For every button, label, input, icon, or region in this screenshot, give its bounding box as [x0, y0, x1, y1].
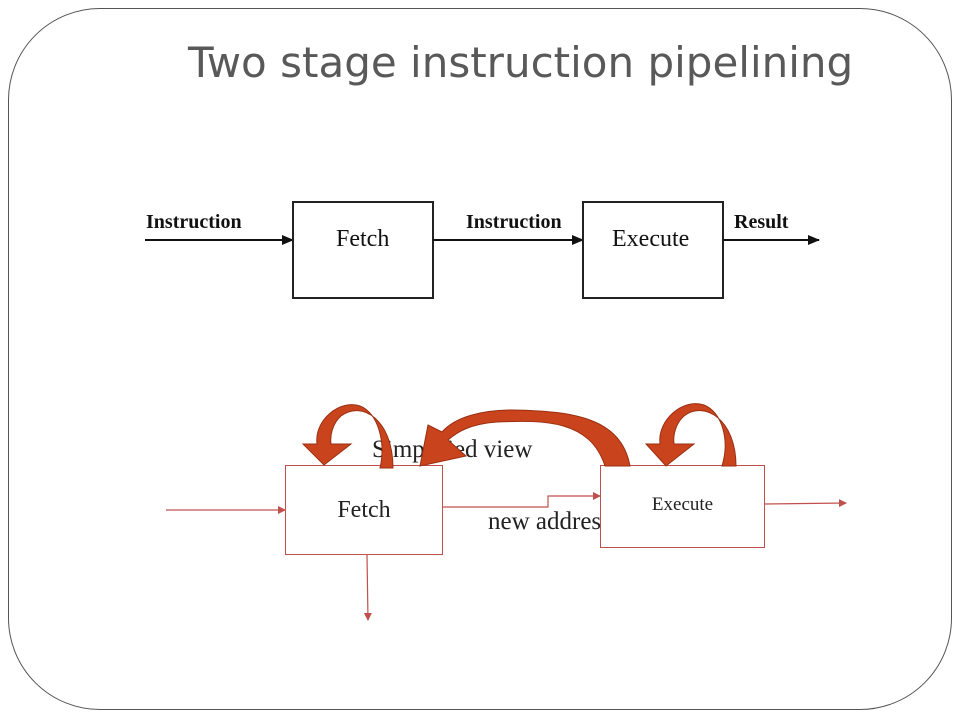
output-arrow-2 — [764, 499, 847, 508]
fetch-box-label: Fetch — [336, 226, 390, 252]
execute-box-label: Execute — [612, 226, 690, 252]
execute-box — [582, 201, 724, 299]
execute-box-2: Execute — [600, 465, 765, 548]
fetch-down-arrow — [363, 554, 372, 621]
fetch-box — [292, 201, 434, 299]
execute-box-2-label: Execute — [651, 494, 714, 515]
input-label: Instruction — [146, 211, 242, 233]
fetch-to-execute-arrow — [443, 492, 601, 508]
slide-title: Two stage instruction pipelining — [188, 38, 854, 87]
fetch-box-2-label: Fetch — [337, 496, 391, 523]
output-label: Result — [734, 211, 789, 233]
slide-frame — [8, 8, 952, 710]
fetch-box-2: Fetch — [285, 465, 443, 555]
middle-label: Instruction — [466, 211, 562, 233]
simplified-view-text: Simplified view — [372, 436, 533, 463]
